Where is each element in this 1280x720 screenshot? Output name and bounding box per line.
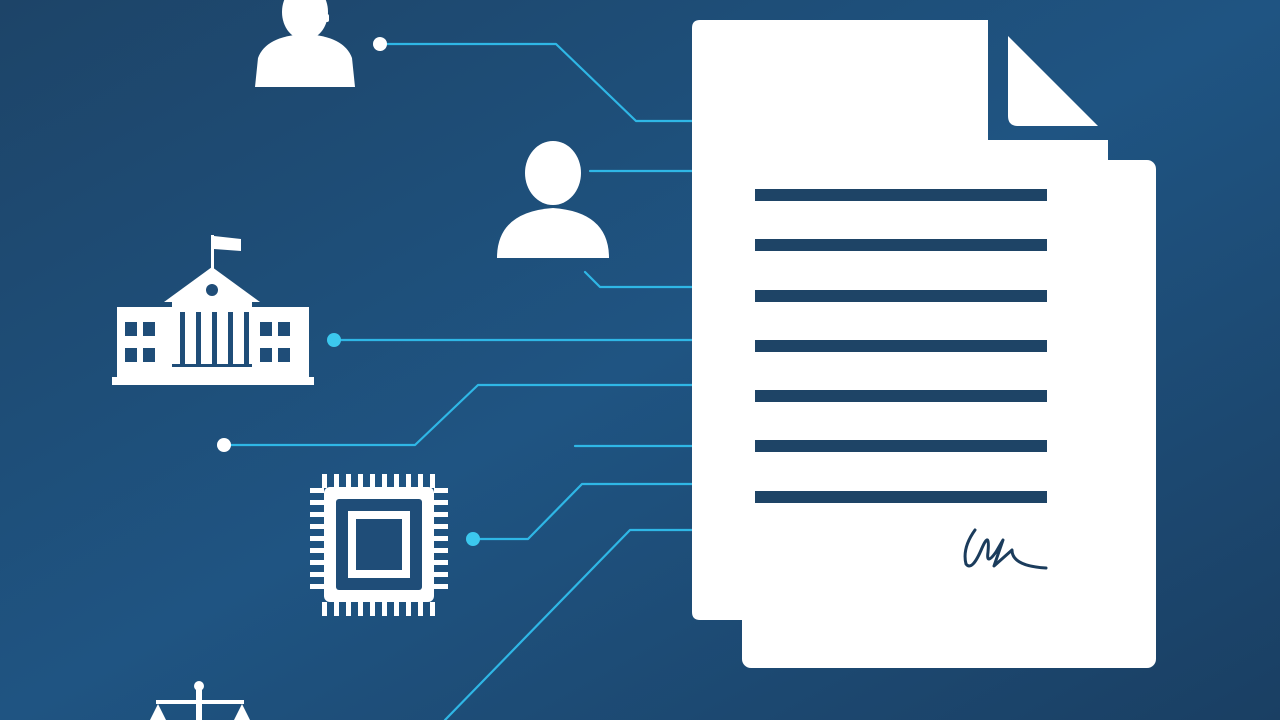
connector-line-graduate [382, 42, 694, 123]
document-text-lines [755, 189, 1047, 503]
connector-dot-graduate [373, 37, 387, 51]
scales-of-justice-icon [150, 681, 250, 720]
government-building-icon [112, 235, 314, 385]
connector-line-diagonal [443, 528, 694, 720]
document-front-page [692, 20, 1108, 620]
person-icon [497, 141, 609, 258]
connector-line-chip [474, 482, 694, 541]
connector-line-person-bottom [583, 270, 694, 289]
signed-document-icon [692, 20, 1108, 620]
graduate-person-icon [255, 0, 355, 87]
microchip-icon [310, 474, 448, 616]
document-folded-corner [1008, 36, 1098, 126]
connector-dot-left [217, 438, 231, 452]
connector-dot-chip [466, 532, 480, 546]
connector-dots [217, 37, 480, 546]
connector-lines [224, 42, 694, 720]
connector-dot-building [327, 333, 341, 347]
connector-line-left-dot [224, 383, 694, 447]
signature [963, 528, 1048, 570]
